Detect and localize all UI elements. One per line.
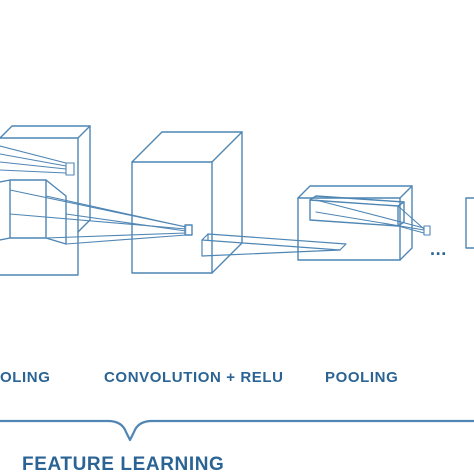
layer-block-next-partial <box>465 197 474 249</box>
feature-learning-brace <box>0 419 474 442</box>
filter-projection-2 <box>9 189 187 245</box>
label-feature-learning: FEATURE LEARNING <box>22 454 224 474</box>
label-pooling-partial: OLING <box>0 369 51 386</box>
label-pooling: POOLING <box>325 369 398 386</box>
conv-output-map <box>201 233 347 257</box>
conv-filter-box <box>184 224 193 236</box>
pooling-filter-box <box>423 225 431 236</box>
layer-block-conv-relu <box>131 131 243 274</box>
filter-projection-1 <box>0 145 75 176</box>
layer-block-1 <box>0 125 91 276</box>
label-convolution-relu: CONVOLUTION + RELU <box>104 369 284 386</box>
continuation-dots: ... <box>430 239 447 259</box>
filter-projection-3 <box>315 199 431 236</box>
layer-block-pooling <box>297 185 413 261</box>
